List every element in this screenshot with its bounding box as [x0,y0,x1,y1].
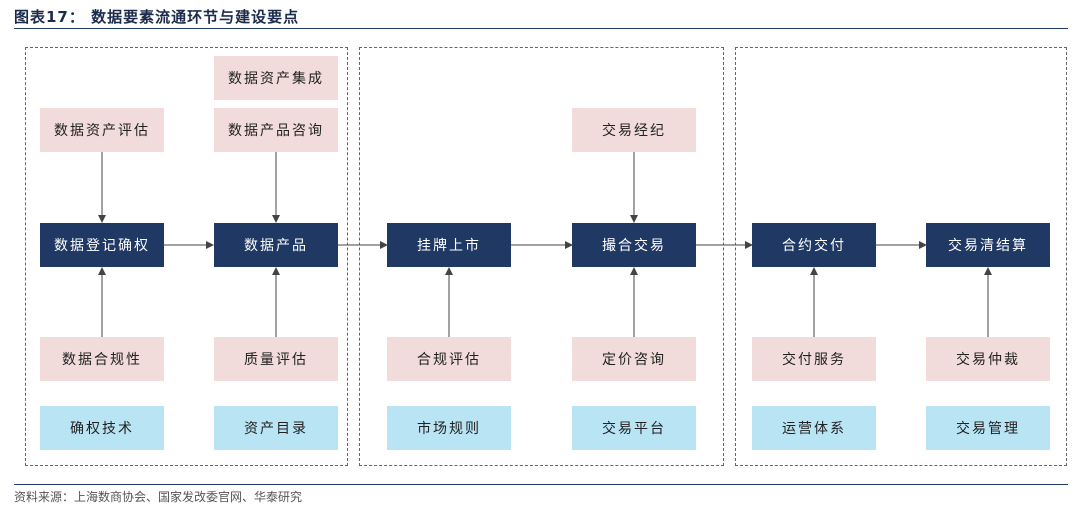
node-listing: 挂牌上市 [387,223,511,267]
node-delivery-service: 交付服务 [752,337,876,381]
node-rights-tech: 确权技术 [40,406,164,450]
section-3-dashed-frame [735,47,1067,466]
node-asset-catalog: 资产目录 [214,406,338,450]
node-data-compliance: 数据合规性 [40,337,164,381]
node-matchmaking: 撮合交易 [572,223,696,267]
node-market-rules: 市场规则 [387,406,511,450]
source-note: 资料来源：上海数商协会、国家发改委官网、华泰研究 [14,490,303,504]
node-trade-management: 交易管理 [926,406,1050,450]
node-contract-delivery: 合约交付 [752,223,876,267]
node-settlement: 交易清结算 [926,223,1050,267]
node-data-asset-integration: 数据资产集成 [214,56,338,100]
node-arbitration: 交易仲裁 [926,337,1050,381]
node-data-product: 数据产品 [214,223,338,267]
node-data-registration-rights: 数据登记确权 [40,223,164,267]
node-data-asset-evaluation: 数据资产评估 [40,108,164,152]
node-compliance-evaluation: 合规评估 [387,337,511,381]
node-data-product-consulting: 数据产品咨询 [214,108,338,152]
node-trade-brokerage: 交易经纪 [572,108,696,152]
section-2-dashed-frame [359,47,724,466]
title-rule [14,28,1068,29]
footer-rule [14,484,1068,485]
node-operation-system: 运营体系 [752,406,876,450]
node-pricing-consulting: 定价咨询 [572,337,696,381]
figure-title: 图表17： 数据要素流通环节与建设要点 [14,8,300,26]
node-quality-evaluation: 质量评估 [214,337,338,381]
section-1-dashed-frame [25,47,348,466]
node-trading-platform: 交易平台 [572,406,696,450]
